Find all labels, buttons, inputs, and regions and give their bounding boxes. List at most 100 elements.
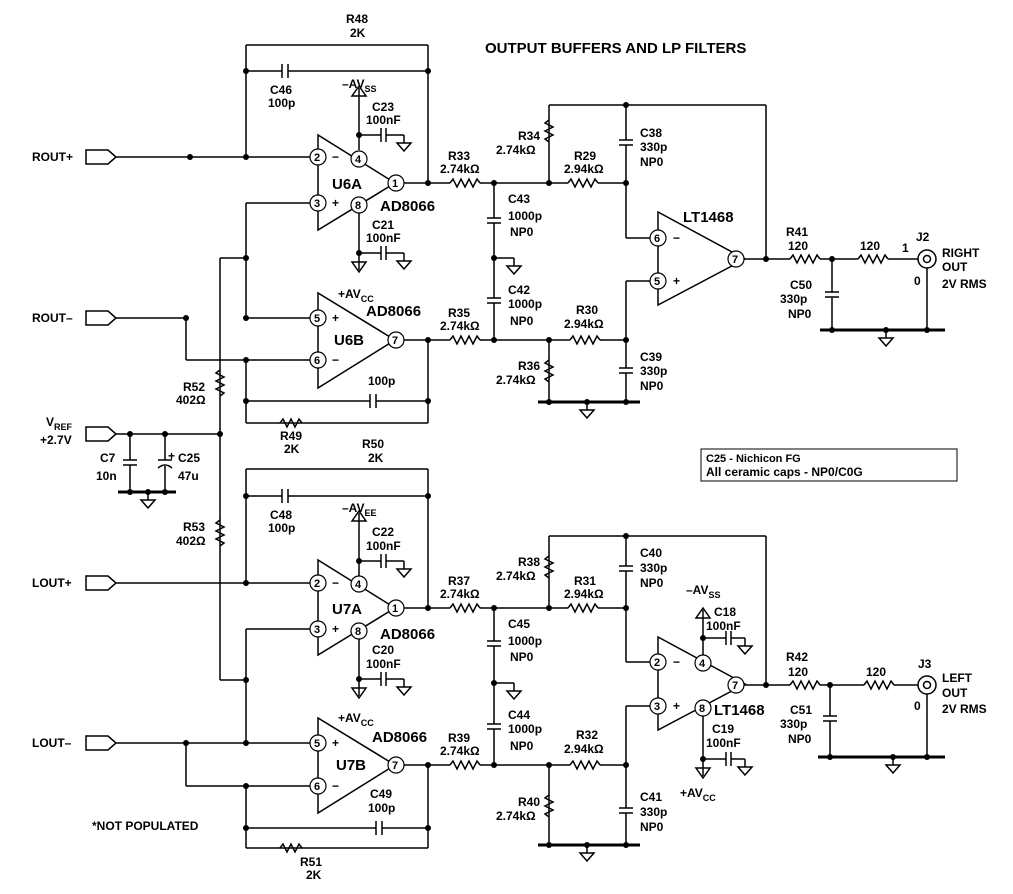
svg-text:2.74kΩ: 2.74kΩ	[440, 319, 480, 333]
not-populated-footnote: *NOT POPULATED	[92, 819, 199, 833]
svg-text:330p: 330p	[780, 717, 807, 731]
svg-text:6: 6	[314, 781, 320, 793]
svg-text:330p: 330p	[640, 805, 667, 819]
u7a-stage: R50 2K C48 100p 2 3 1 −+ U7A AD8066 4 8 …	[243, 437, 450, 743]
svg-text:R31: R31	[574, 574, 596, 588]
svg-text:2.74kΩ: 2.74kΩ	[440, 744, 480, 758]
svg-text:C50: C50	[790, 278, 812, 292]
diagram-title: OUTPUT BUFFERS AND LP FILTERS	[485, 40, 746, 57]
svg-text:R51: R51	[300, 855, 322, 869]
svg-text:4: 4	[355, 579, 362, 591]
svg-text:3: 3	[314, 624, 320, 636]
svg-text:0: 0	[914, 274, 921, 288]
u6a-stage: R48 2K C46 100p 2 3 1 −+ U6A AD8066 4 8 …	[187, 12, 450, 318]
u6b-label: U6B	[334, 332, 364, 349]
note-line-2: All ceramic caps - NP0/C0G	[706, 465, 863, 479]
svg-text:2K: 2K	[284, 442, 300, 456]
svg-text:−: −	[332, 150, 339, 164]
svg-text:C21: C21	[372, 218, 394, 232]
svg-text:4: 4	[699, 658, 706, 670]
svg-text:+AVCC: +AVCC	[338, 711, 374, 728]
svg-text:R49: R49	[280, 429, 302, 443]
svg-text:+: +	[332, 311, 339, 325]
svg-text:R29: R29	[574, 149, 596, 163]
svg-text:OUT: OUT	[942, 686, 968, 700]
svg-text:1000p: 1000p	[508, 297, 542, 311]
svg-text:330p: 330p	[640, 561, 667, 575]
port-lout-minus: LOUT–	[32, 735, 310, 751]
svg-text:NP0: NP0	[640, 820, 664, 834]
svg-text:330p: 330p	[640, 140, 667, 154]
svg-text:120: 120	[866, 665, 886, 679]
svg-text:NP0: NP0	[510, 314, 534, 328]
u6a-part: AD8066	[380, 198, 435, 215]
svg-text:OUT: OUT	[942, 260, 968, 274]
svg-text:100nF: 100nF	[706, 736, 741, 750]
svg-text:LEFT: LEFT	[942, 671, 973, 685]
svg-text:C40: C40	[640, 546, 662, 560]
svg-text:2V RMS: 2V RMS	[942, 277, 987, 291]
svg-text:NP0: NP0	[788, 732, 812, 746]
svg-text:C38: C38	[640, 126, 662, 140]
svg-text:R34: R34	[518, 129, 540, 143]
notes-box: C25 - Nichicon FG All ceramic caps - NP0…	[700, 448, 958, 482]
svg-text:R33: R33	[448, 149, 470, 163]
svg-text:1000p: 1000p	[508, 634, 542, 648]
svg-text:2.94kΩ: 2.94kΩ	[564, 162, 604, 176]
svg-text:100p: 100p	[368, 374, 395, 388]
svg-text:J2: J2	[916, 230, 930, 244]
svg-text:R37: R37	[448, 574, 470, 588]
svg-text:2.94kΩ: 2.94kΩ	[564, 317, 604, 331]
svg-text:R39: R39	[448, 731, 470, 745]
svg-text:C48: C48	[270, 508, 292, 522]
svg-text:+: +	[168, 449, 175, 463]
svg-text:C23: C23	[372, 100, 394, 114]
svg-text:+2.7V: +2.7V	[40, 433, 72, 447]
svg-text:120: 120	[788, 239, 808, 253]
svg-text:+: +	[332, 196, 339, 210]
svg-text:100nF: 100nF	[366, 113, 401, 127]
left-lp-filter: R37 2.74kΩ C45 1000p NP0 C44 1000p NP0 R…	[440, 533, 987, 862]
u7a-label: U7A	[332, 601, 362, 618]
svg-text:2.74kΩ: 2.74kΩ	[496, 143, 536, 157]
svg-text:R42: R42	[786, 650, 808, 664]
svg-text:5: 5	[654, 276, 660, 288]
svg-text:8: 8	[699, 703, 705, 715]
svg-text:2: 2	[654, 657, 660, 669]
svg-text:C18: C18	[714, 605, 736, 619]
u7a-part: AD8066	[380, 626, 435, 643]
svg-text:402Ω: 402Ω	[176, 393, 206, 407]
svg-text:R35: R35	[448, 306, 470, 320]
svg-text:+AVCC: +AVCC	[680, 786, 716, 803]
svg-text:120: 120	[788, 665, 808, 679]
svg-text:–AVEE: –AVEE	[342, 501, 376, 518]
svg-text:+: +	[332, 736, 339, 750]
svg-text:R30: R30	[576, 303, 598, 317]
svg-text:−: −	[332, 353, 339, 367]
svg-text:C39: C39	[640, 350, 662, 364]
svg-text:−: −	[673, 231, 680, 245]
svg-text:J3: J3	[918, 657, 932, 671]
svg-text:+: +	[673, 274, 680, 288]
svg-text:2.74kΩ: 2.74kΩ	[440, 587, 480, 601]
svg-text:2.74kΩ: 2.74kΩ	[496, 809, 536, 823]
svg-text:3: 3	[654, 701, 660, 713]
svg-text:−: −	[332, 779, 339, 793]
svg-text:NP0: NP0	[788, 307, 812, 321]
right-lp-filter: R33 2.74kΩ C43 1000p NP0 C42 1000p NP0 R…	[440, 102, 987, 419]
vref-network: R52 402Ω R53 402Ω C7 10n + C25 47u	[96, 255, 249, 683]
lt1468-top-part: LT1468	[683, 209, 734, 226]
port-lout-plus: LOUT+	[32, 575, 310, 591]
port-rout-minus: ROUT–	[32, 310, 186, 326]
svg-text:2.74kΩ: 2.74kΩ	[496, 569, 536, 583]
u7b-part: AD8066	[372, 729, 427, 746]
svg-text:R32: R32	[576, 728, 598, 742]
svg-text:6: 6	[654, 233, 660, 245]
svg-text:C44: C44	[508, 708, 530, 722]
u7b-label: U7B	[336, 757, 366, 774]
svg-text:C7: C7	[100, 451, 116, 465]
svg-text:C42: C42	[508, 283, 530, 297]
svg-text:VREF: VREF	[46, 415, 73, 432]
svg-text:2V RMS: 2V RMS	[942, 702, 987, 716]
svg-text:+: +	[332, 622, 339, 636]
